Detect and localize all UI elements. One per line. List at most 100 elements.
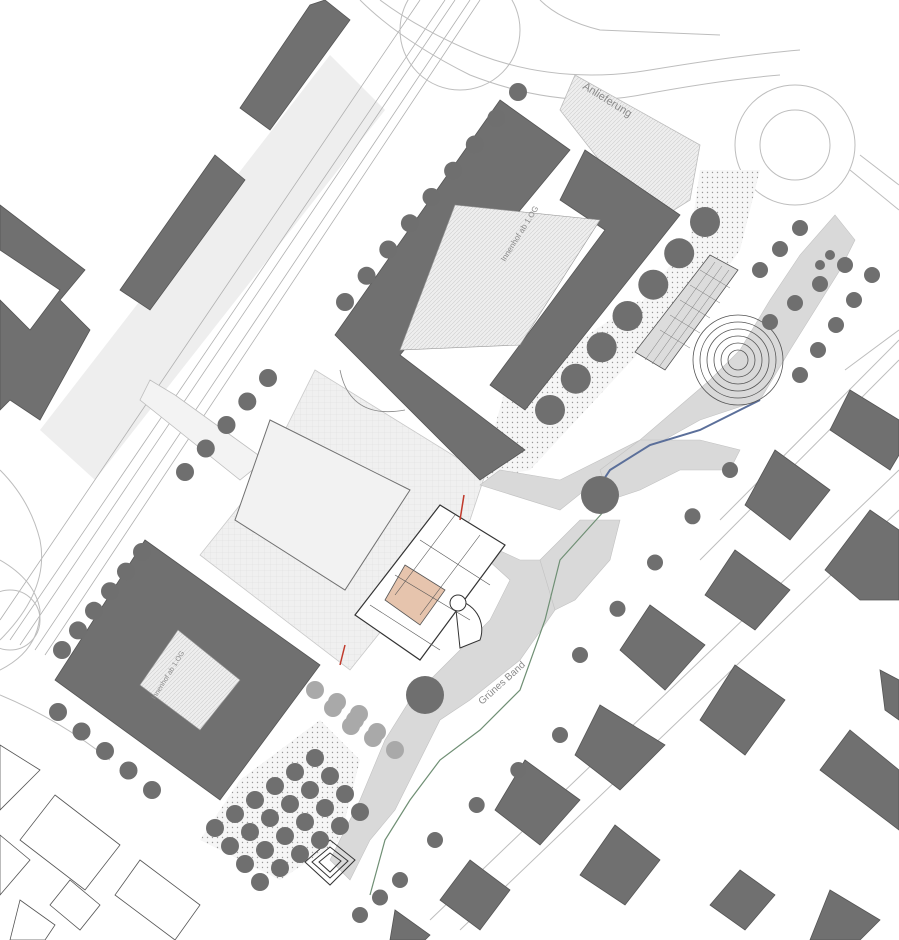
- tree: [552, 727, 568, 743]
- tree: [815, 260, 825, 270]
- tree: [510, 762, 527, 778]
- tree: [238, 392, 257, 411]
- tree: [772, 241, 788, 257]
- tree: [306, 681, 324, 699]
- tree: [291, 845, 309, 863]
- tree: [281, 795, 299, 813]
- railway-corridor: [0, 0, 481, 656]
- tree: [612, 301, 643, 331]
- tree: [647, 554, 663, 571]
- tree: [379, 240, 398, 259]
- tree: [352, 907, 368, 923]
- courtyard-innenhof-1: [399, 204, 601, 351]
- tree: [351, 803, 369, 821]
- tree: [357, 266, 376, 285]
- tree: [143, 781, 161, 799]
- tree: [316, 799, 334, 817]
- tree: [306, 749, 324, 767]
- tree: [638, 269, 669, 300]
- tree: [535, 395, 565, 425]
- tree: [72, 722, 91, 741]
- tree: [427, 832, 443, 848]
- tree: [324, 699, 342, 717]
- tree: [259, 369, 277, 387]
- tree: [392, 872, 408, 888]
- tree: [752, 262, 768, 278]
- tree: [690, 207, 720, 237]
- outline-buildings: [0, 744, 201, 940]
- tree: [609, 600, 626, 617]
- tree: [787, 295, 803, 311]
- tree: [810, 342, 826, 358]
- tree: [664, 238, 695, 269]
- tree: [837, 257, 853, 273]
- tree: [444, 161, 463, 180]
- tree: [251, 873, 269, 891]
- tree: [372, 889, 388, 906]
- monument: [304, 839, 356, 886]
- tree: [101, 582, 119, 601]
- tree: [468, 797, 485, 813]
- tree: [301, 781, 319, 799]
- tree: [336, 293, 354, 311]
- tree: [271, 859, 289, 877]
- tree: [246, 791, 264, 809]
- pergola: [634, 254, 739, 371]
- tree: [276, 827, 294, 845]
- tree: [812, 276, 828, 292]
- path-network: [329, 214, 856, 881]
- tree: [386, 741, 404, 759]
- tree: [465, 135, 484, 154]
- tree: [828, 317, 844, 333]
- tree: [342, 717, 360, 735]
- tree: [684, 508, 701, 525]
- tree: [572, 647, 588, 663]
- tree: [266, 777, 284, 795]
- tree: [85, 601, 103, 620]
- tree: [217, 416, 236, 434]
- trees: [49, 83, 880, 923]
- tree: [762, 314, 778, 330]
- tree: [236, 855, 254, 873]
- tree: [226, 805, 244, 823]
- tree: [296, 813, 314, 831]
- tree: [286, 763, 304, 781]
- tree: [846, 292, 862, 308]
- tree: [321, 767, 339, 785]
- tree: [406, 676, 444, 714]
- tree: [581, 476, 619, 514]
- tree: [586, 332, 617, 363]
- tree: [331, 817, 349, 835]
- tree: [53, 641, 71, 659]
- tree: [96, 742, 114, 760]
- tree: [133, 543, 151, 561]
- tree: [792, 220, 808, 236]
- tree: [825, 250, 835, 260]
- tree: [256, 841, 274, 859]
- tree: [176, 463, 194, 481]
- tree: [560, 363, 591, 394]
- tree: [864, 267, 880, 283]
- tree: [422, 188, 441, 206]
- tree: [49, 703, 67, 721]
- tree: [792, 367, 808, 383]
- tree: [364, 729, 382, 747]
- tree: [119, 761, 138, 780]
- green-line: [369, 509, 606, 896]
- tree: [206, 819, 224, 837]
- plaza: [199, 369, 486, 671]
- tree: [509, 83, 527, 101]
- amphitheatre: [692, 314, 784, 406]
- tree: [221, 837, 239, 855]
- central-building: [339, 494, 506, 666]
- courtyard-innenhof-2: [139, 629, 241, 731]
- tree: [487, 109, 506, 128]
- tree: [241, 823, 259, 841]
- tree: [336, 785, 354, 803]
- tree: [722, 462, 738, 478]
- tree: [196, 439, 215, 458]
- tree: [400, 214, 419, 233]
- tree: [311, 831, 329, 849]
